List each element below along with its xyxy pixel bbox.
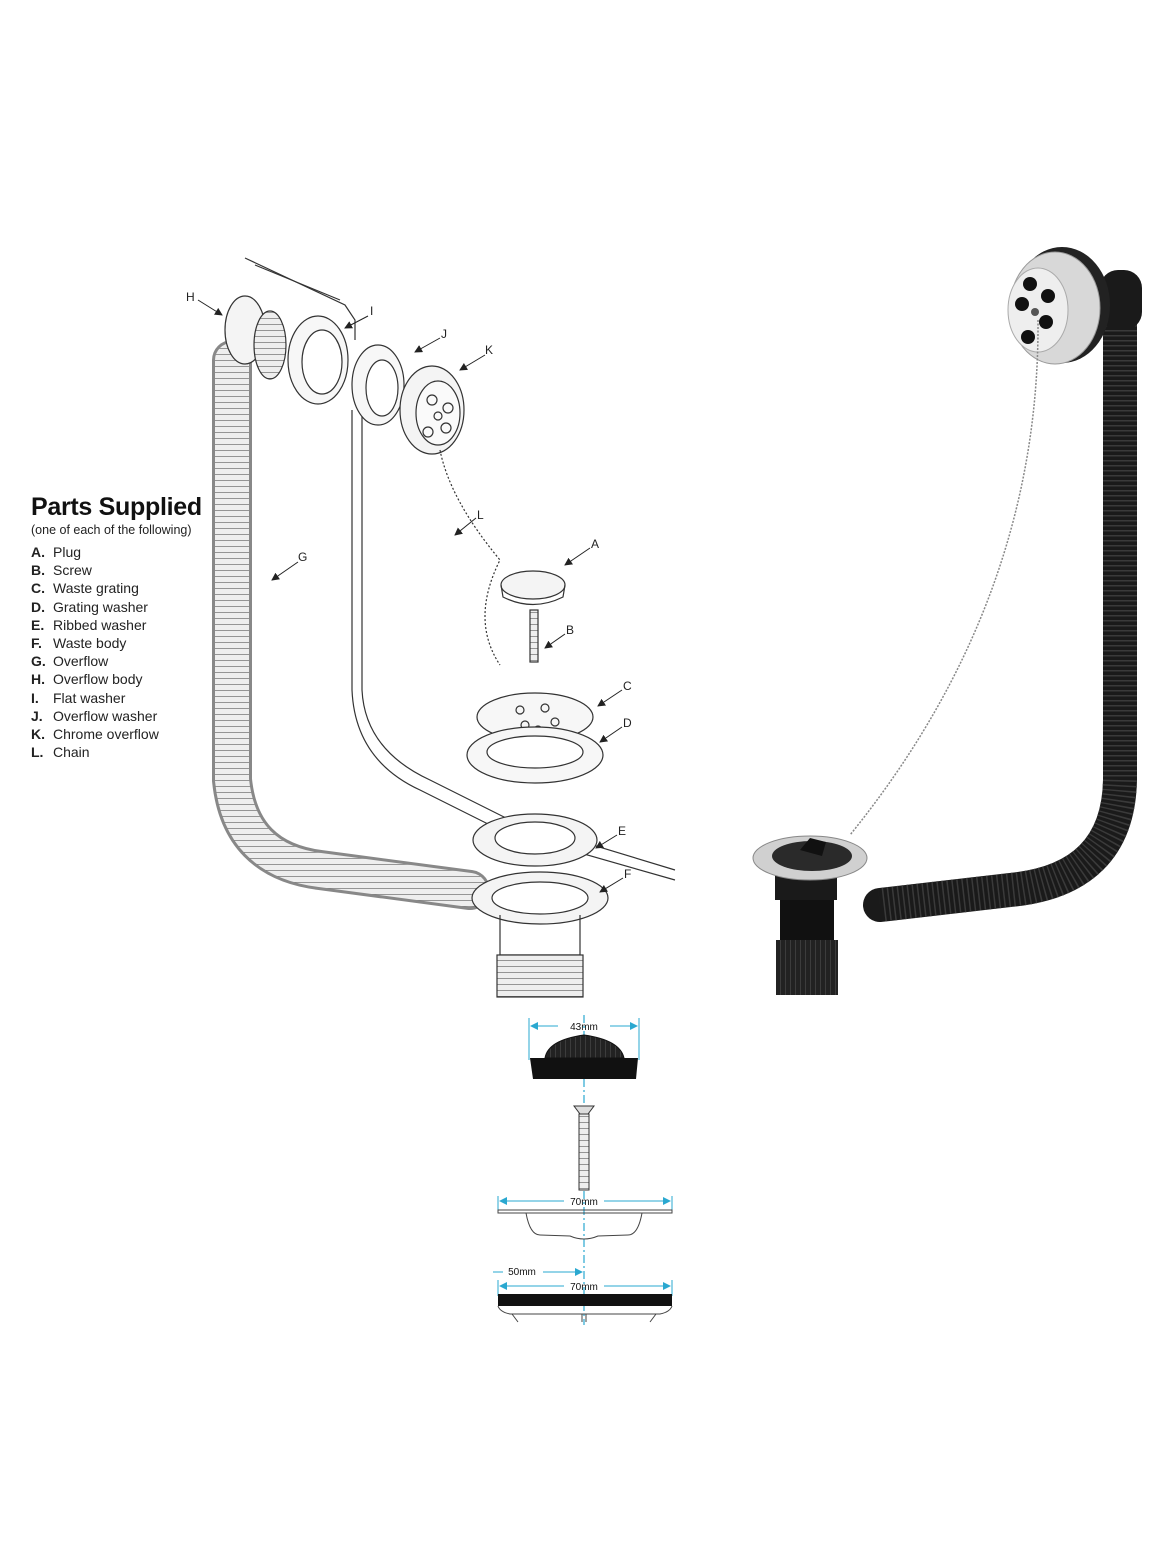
legend-item: L.Chain [31, 744, 90, 761]
legend-item: H.Overflow body [31, 671, 143, 688]
callout-i: I [370, 304, 373, 318]
dimension-body-width: 50mm [508, 1267, 536, 1278]
dimension-plug-width: 43mm [570, 1022, 598, 1033]
legend-item: J.Overflow washer [31, 707, 158, 724]
callout-d: D [623, 716, 632, 730]
callout-f: F [624, 867, 631, 881]
black-overflow-pipe [863, 283, 1137, 922]
callout-k: K [485, 343, 493, 357]
legend-item: G.Overflow [31, 653, 109, 670]
legend-item: B.Screw [31, 562, 92, 579]
exploded-view [212, 257, 676, 998]
callout-c: C [623, 679, 632, 693]
callout-j: J [441, 327, 447, 341]
callout-a: A [591, 537, 599, 551]
chain [849, 319, 1039, 836]
callout-b: B [566, 623, 574, 637]
callout-h: H [186, 290, 195, 304]
legend-item: D.Grating washer [31, 598, 148, 615]
legend-item: I.Flat washer [31, 689, 126, 706]
legend-subtitle: (one of each of the following) [31, 523, 192, 537]
callout-l: L [477, 508, 484, 522]
callout-e: E [618, 824, 626, 838]
legend-title: Parts Supplied [31, 493, 202, 521]
legend-item: A.Plug [31, 544, 82, 560]
callout-g: G [298, 550, 307, 564]
legend-item: C.Waste grating [31, 580, 139, 597]
legend-item: F.Waste body [31, 634, 127, 651]
parts-legend: Parts Supplied (one of each of the follo… [31, 493, 202, 761]
legend-item: E.Ribbed washer [31, 616, 147, 633]
dimension-flange-width: 70mm [570, 1282, 598, 1293]
legend-item: K.Chrome overflow [31, 725, 159, 742]
dimension-grating-width: 70mm [570, 1197, 598, 1208]
dimension-drawing: 43mm 70mm 50mm 70mm [493, 1015, 673, 1325]
product-render [752, 247, 1142, 995]
callouts [197, 299, 624, 893]
